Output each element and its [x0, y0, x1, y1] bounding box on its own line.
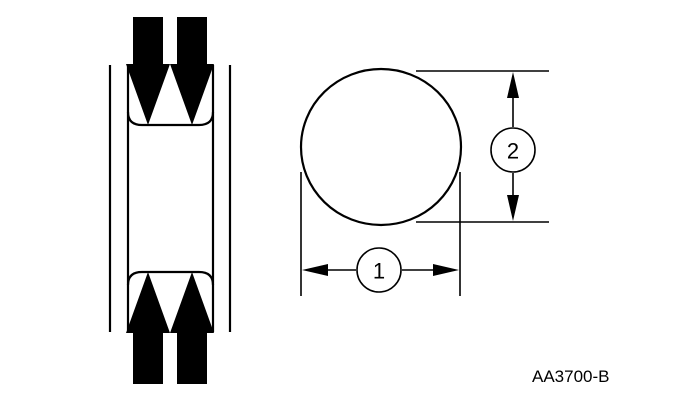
width-arrow-right-icon: [433, 264, 459, 276]
press-arrow-bottom-left-icon: [126, 272, 170, 384]
height-arrow-up-icon: [507, 72, 519, 98]
press-arrow-top-left-icon: [126, 17, 170, 125]
upper-flange: [126, 111, 215, 127]
figure-id: AA3700-B: [532, 367, 610, 386]
width-callout-label: 1: [373, 259, 385, 284]
width-callout-balloon: [356, 247, 402, 293]
press-arrow-top-right-icon: [170, 17, 214, 125]
height-callout-label: 2: [507, 139, 519, 164]
press-arrow-bottom-right-icon: [170, 272, 214, 384]
flattened-gauge-circle: [299, 67, 463, 227]
height-arrow-down-icon: [507, 195, 519, 221]
height-callout-balloon: [490, 127, 536, 173]
width-arrow-left-icon: [302, 264, 328, 276]
lower-flange: [126, 270, 215, 286]
side-view: [108, 17, 232, 384]
measurement-view: 1 2: [299, 67, 549, 296]
